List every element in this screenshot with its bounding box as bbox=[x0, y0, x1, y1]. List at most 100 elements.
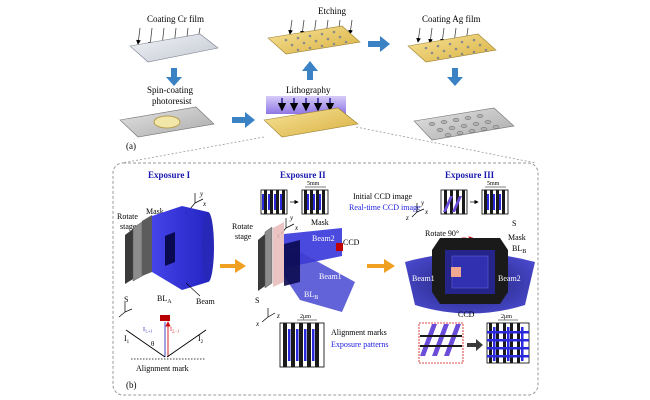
label-mask-2: Mask bbox=[311, 218, 329, 227]
ccd-thumb-initial-3 bbox=[440, 189, 468, 215]
label-exposure-patterns: Exposure patterns bbox=[331, 340, 389, 349]
substrate-holder-1 bbox=[132, 221, 143, 282]
axis-z-2b: z bbox=[276, 312, 280, 320]
label-beam1-2: Beam1 bbox=[319, 272, 342, 281]
label-bla: BLA bbox=[157, 294, 172, 305]
axes-2b bbox=[261, 308, 276, 323]
label-beam1-3: Beam1 bbox=[412, 274, 435, 283]
ccd-chip-small bbox=[160, 315, 170, 321]
axis-z-3: z bbox=[405, 214, 409, 222]
heading-exposure-1: Exposure I bbox=[148, 170, 191, 180]
axes-3 bbox=[411, 203, 425, 218]
arrow-right-2 bbox=[368, 36, 390, 52]
photoresist-drop bbox=[153, 115, 181, 129]
label-rotate90: Rotate 90° bbox=[425, 229, 459, 238]
ccd-sensor-3 bbox=[451, 267, 461, 277]
arrow-exposure-2-3 bbox=[367, 259, 395, 273]
panel-a-label: (a) bbox=[126, 141, 136, 151]
beam1-cone bbox=[284, 252, 355, 312]
ccd-thumb-result-3 bbox=[481, 189, 509, 215]
label-etching: Etching bbox=[318, 6, 346, 16]
label-beam2-3: Beam2 bbox=[498, 274, 521, 283]
arrow-up-1 bbox=[302, 61, 318, 80]
pattern-thumb-2 bbox=[279, 322, 325, 368]
label-ccd-3: CCD bbox=[458, 310, 475, 319]
label-ccd-2: CCD bbox=[343, 238, 360, 247]
axis-y-3: y bbox=[420, 199, 425, 207]
label-beam-1: Beam bbox=[196, 297, 215, 306]
diffraction-lines bbox=[125, 321, 207, 358]
label-coating-ag: Coating Ag film bbox=[422, 14, 481, 24]
substrate-cr bbox=[129, 33, 219, 63]
substrate-etched bbox=[267, 25, 361, 55]
label-mask-1: Mask bbox=[146, 207, 164, 216]
panel-b: Exposure I Exposure II Exposure III y x … bbox=[112, 162, 539, 396]
label-2um-3: 2μm bbox=[501, 314, 512, 320]
label-lithography: Lithography bbox=[286, 85, 331, 95]
label-stage-2: stage bbox=[235, 232, 252, 241]
substrate-holder-2 bbox=[264, 226, 273, 289]
mask-2 bbox=[273, 222, 284, 287]
label-i-minus: I2,−1 bbox=[170, 327, 179, 335]
label-realtime-ccd: Real-time CCD image bbox=[349, 203, 421, 212]
mask-1 bbox=[142, 215, 152, 276]
label-spin-coating-1: Spin-coating bbox=[147, 85, 193, 95]
arrow-pattern-3 bbox=[467, 339, 483, 351]
panel-a: Coating Cr film Etching Coating Ag film bbox=[119, 6, 515, 151]
rotate-stage-2 bbox=[258, 234, 265, 291]
ag-dots bbox=[424, 38, 488, 60]
axes-1b bbox=[118, 302, 133, 318]
final-nanostructures bbox=[428, 114, 500, 137]
axis-y-1: y bbox=[199, 190, 204, 198]
label-5mm-2: 5mm bbox=[307, 181, 320, 187]
substrate-ag bbox=[407, 33, 497, 63]
ccd-thumb-result bbox=[301, 189, 329, 215]
ccd-sensor-2 bbox=[336, 243, 343, 251]
label-rotate-2: Rotate bbox=[232, 222, 253, 231]
label-2um-2: 2μm bbox=[300, 314, 311, 320]
label-blb-3: BLB bbox=[512, 244, 526, 255]
label-coating-cr: Coating Cr film bbox=[147, 14, 204, 24]
beam-end-1 bbox=[202, 212, 214, 282]
label-i-plus: I1,+1 bbox=[143, 327, 152, 335]
axis-x-3: x bbox=[424, 208, 429, 216]
pattern-thumb-3a bbox=[418, 322, 464, 364]
label-alignment-mark: Alignment mark bbox=[136, 364, 189, 373]
substrate-final bbox=[413, 107, 515, 141]
arrow-right-1 bbox=[232, 112, 255, 128]
arrow-down-2 bbox=[447, 68, 463, 86]
axis-x-2b: x bbox=[255, 320, 260, 328]
label-s-3: S bbox=[512, 219, 516, 228]
label-alignment-marks: Alignment marks bbox=[331, 328, 387, 337]
label-initial-ccd: Initial CCD image bbox=[353, 192, 413, 201]
ccd-thumb-initial bbox=[260, 189, 288, 215]
label-blb-2: BLB bbox=[304, 290, 318, 301]
label-s-2: S bbox=[255, 296, 259, 305]
zoom-connectors bbox=[121, 126, 537, 164]
substrate-litho bbox=[263, 107, 359, 138]
label-stage-1: stage bbox=[120, 222, 137, 231]
etched-dots bbox=[284, 30, 348, 52]
beam-core-2 bbox=[284, 240, 300, 286]
label-i1: I1 bbox=[124, 334, 130, 345]
axes-1 bbox=[189, 193, 204, 210]
arrow-exposure-1-2 bbox=[220, 259, 246, 273]
label-5mm-3: 5mm bbox=[487, 181, 500, 187]
heading-exposure-3: Exposure III bbox=[445, 170, 495, 180]
litho-arrows bbox=[277, 98, 335, 112]
label-spin-coating-2: photoresist bbox=[152, 96, 192, 106]
beam-pointer-1 bbox=[185, 282, 201, 297]
heading-exposure-2: Exposure II bbox=[280, 170, 326, 180]
label-theta: θ bbox=[151, 340, 155, 348]
label-mask-3: Mask bbox=[508, 233, 526, 242]
label-s-1: S bbox=[124, 295, 128, 304]
axis-y-2: y bbox=[289, 214, 294, 222]
label-i2: I2 bbox=[198, 334, 204, 345]
axis-x-1: x bbox=[202, 200, 207, 208]
axis-x-2: x bbox=[294, 224, 299, 232]
label-rotate-1: Rotate bbox=[117, 212, 138, 221]
rotate-stage-1 bbox=[125, 229, 133, 284]
pattern-thumb-3b bbox=[486, 322, 530, 364]
beam-cone-1 bbox=[152, 206, 208, 290]
